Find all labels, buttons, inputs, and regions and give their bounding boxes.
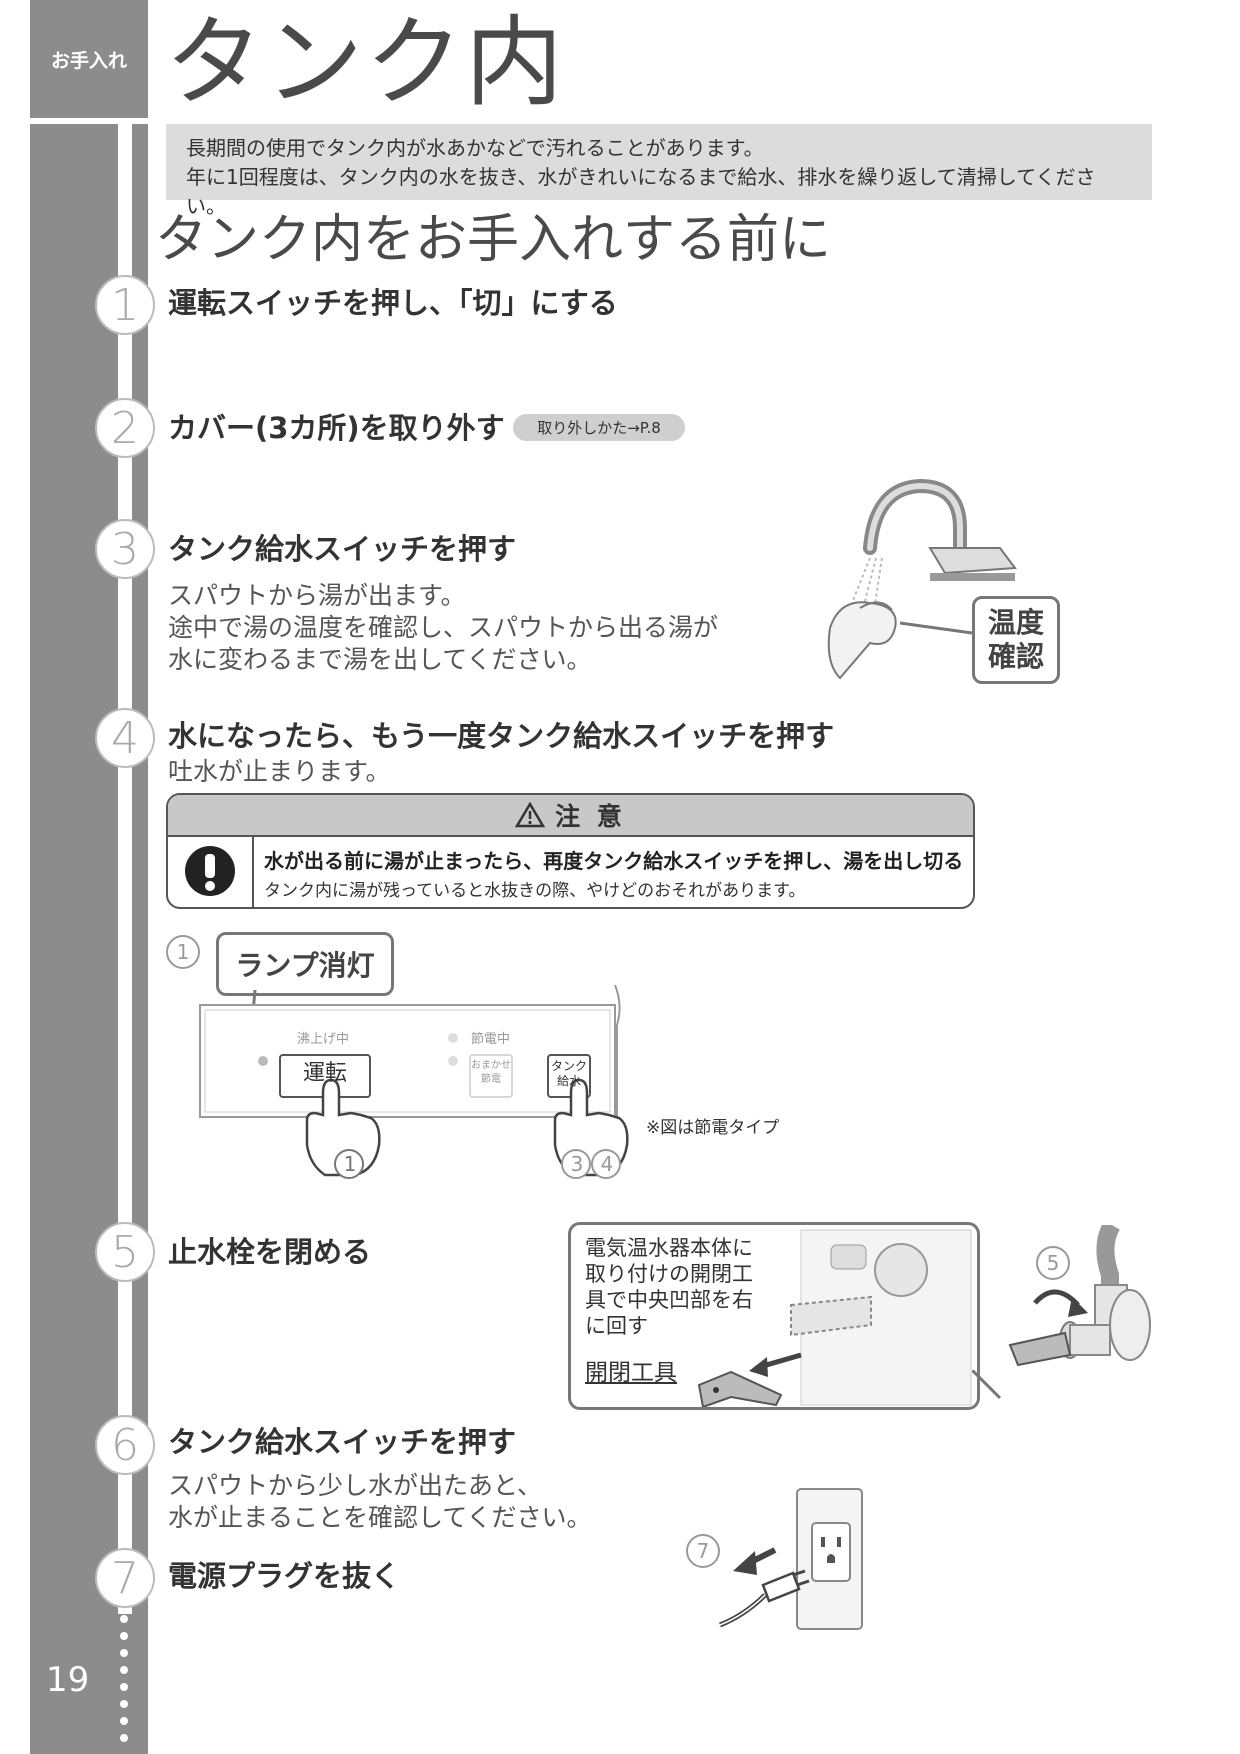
section-tab-label: お手入れ (50, 49, 127, 72)
valve-icon (1008, 1225, 1151, 1367)
omakase-switch[interactable] (469, 1054, 513, 1098)
step-2-title: カバー(3カ所)を取り外す (168, 411, 505, 445)
lamp-off-bubble: ランプ消灯 (216, 932, 394, 996)
omakase-line-1: おまかせ (471, 1060, 511, 1071)
step-4-body: 吐水が止まります。 (168, 757, 391, 786)
callout-number-1: 1 (166, 935, 200, 969)
temperature-check-bubble: 温度確認 (972, 596, 1060, 684)
faucet-illustration (827, 478, 1017, 680)
step-number-5: 5 (95, 1222, 155, 1282)
caution-sub-text: タンク内に湯が残っていると水抜きの際、やけどのおそれがあります。 (264, 881, 806, 901)
plug-icon (719, 1569, 810, 1628)
dotted-line (120, 1615, 130, 1751)
step-3-body-line-2: 途中で湯の温度を確認し、スパウトから出る湯が (168, 613, 719, 642)
plug-step-number: 7 (686, 1534, 720, 1568)
warning-triangle-icon (515, 802, 546, 828)
tool-text-line-1: 電気温水器本体に (585, 1236, 753, 1260)
control-panel-illustration (199, 985, 629, 1179)
tool-instruction-box: 電気温水器本体に 取り付けの開閉工 具で中央凹部を右 に回す 開閉工具 (568, 1222, 980, 1410)
omakase-line-2: 節電 (481, 1074, 501, 1085)
caution-main-text: 水が出る前に湯が止まったら、再度タンク給水スイッチを押し、湯を出し切る (264, 849, 964, 873)
caution-icon-cell (168, 835, 254, 907)
step-6-title: タンク給水スイッチを押す (168, 1425, 517, 1459)
caution-header: 注 意 (168, 795, 973, 837)
tank-supply-label: タンク給水 (548, 1059, 590, 1089)
step-6-body: スパウトから少し水が出たあと、 水が止まることを確認してください。 (168, 1470, 592, 1534)
valve-illustration (1008, 1225, 1151, 1367)
page-number: 19 (46, 1660, 90, 1700)
hand-2-number-3: 3 (570, 1152, 584, 1176)
hand-1-number: 1 (343, 1152, 357, 1176)
step-5-title: 止水栓を閉める (168, 1235, 372, 1269)
step-3-title: タンク給水スイッチを押す (168, 532, 517, 566)
exclamation-icon (185, 846, 235, 896)
boiling-label: 沸上げ中 (297, 1032, 350, 1047)
step-number-4: 4 (95, 708, 155, 768)
heater-illustration (697, 1229, 972, 1407)
plug-illustration (719, 1488, 863, 1630)
step-3-body-line-1: スパウトから湯が出ます。 (168, 581, 466, 610)
run-button-label: 運転 (302, 1061, 347, 1086)
tool-box-tail (972, 1370, 1002, 1400)
step-3-body-line-3: 水に変わるまで湯を出してください。 (168, 645, 592, 674)
step-number-7: 7 (95, 1548, 155, 1608)
valve-step-number: 5 (1036, 1246, 1070, 1280)
tool-text-line-4: に回す (585, 1314, 648, 1338)
section-heading: タンク内をお手入れする前に (155, 210, 832, 270)
page-title: タンク内 (165, 6, 566, 120)
intro-line-1: 長期間の使用でタンク内が水あかなどで汚れることがあります。 (186, 136, 764, 160)
tool-text-line-2: 取り付けの開閉工 (585, 1262, 753, 1286)
intro-box: 長期間の使用でタンク内が水あかなどで汚れることがあります。 年に1回程度は、タン… (166, 124, 1152, 218)
step-3-body: スパウトから湯が出ます。 途中で湯の温度を確認し、スパウトから出る湯が 水に変わ… (168, 580, 718, 676)
outlet-icon (796, 1488, 863, 1630)
temp-bubble-line-2: 確認 (987, 640, 1044, 673)
pointing-hand-icon (305, 1078, 381, 1177)
step-number-6: 6 (95, 1415, 155, 1475)
step-4-title: 水になったら、もう一度タンク給水スイッチを押す (168, 719, 835, 753)
step-number-2: 2 (95, 398, 155, 458)
tool-text-line-3: 具で中央凹部を右 (585, 1288, 753, 1312)
tank-line-1: タンク (550, 1059, 587, 1073)
section-tab: お手入れ (30, 0, 148, 118)
tool-instruction-text: 電気温水器本体に 取り付けの開閉工 具で中央凹部を右 に回す (585, 1235, 753, 1339)
caution-box: 注 意 水が出る前に湯が止まったら、再度タンク給水スイッチを押し、湯を出し切る … (166, 793, 975, 909)
tool-label: 開閉工具 (585, 1360, 677, 1386)
step-number-3: 3 (95, 519, 155, 579)
step-7-title: 電源プラグを抜く (168, 1559, 401, 1593)
faucet-icon (849, 478, 1017, 614)
page-reference-badge[interactable]: 取り外しかた→P.8 (513, 414, 685, 441)
omakase-label: おまかせ節電 (470, 1059, 512, 1087)
caution-heading: 注 意 (555, 802, 626, 831)
step-1-title: 運転スイッチを押し、「切」にする (168, 286, 618, 320)
saving-label: 節電中 (471, 1032, 511, 1047)
step-number-1: 1 (95, 275, 155, 335)
step-line (118, 124, 132, 1614)
step-6-body-line-1: スパウトから少し水が出たあと、 (168, 1471, 543, 1500)
hand-icon (827, 601, 897, 680)
intro-line-2: 年に1回程度は、タンク内の水を抜き、水がきれいになるまで給水、排水を繰り返して清… (186, 165, 1096, 218)
hand-2-number-4: 4 (600, 1152, 614, 1176)
panel-note: ※図は節電タイプ (646, 1118, 780, 1138)
temp-bubble-line-1: 温度 (987, 606, 1044, 639)
boiling-lamp (258, 1056, 268, 1066)
step-6-body-line-2: 水が止まることを確認してください。 (168, 1503, 592, 1532)
tank-line-2: 給水 (556, 1074, 581, 1088)
